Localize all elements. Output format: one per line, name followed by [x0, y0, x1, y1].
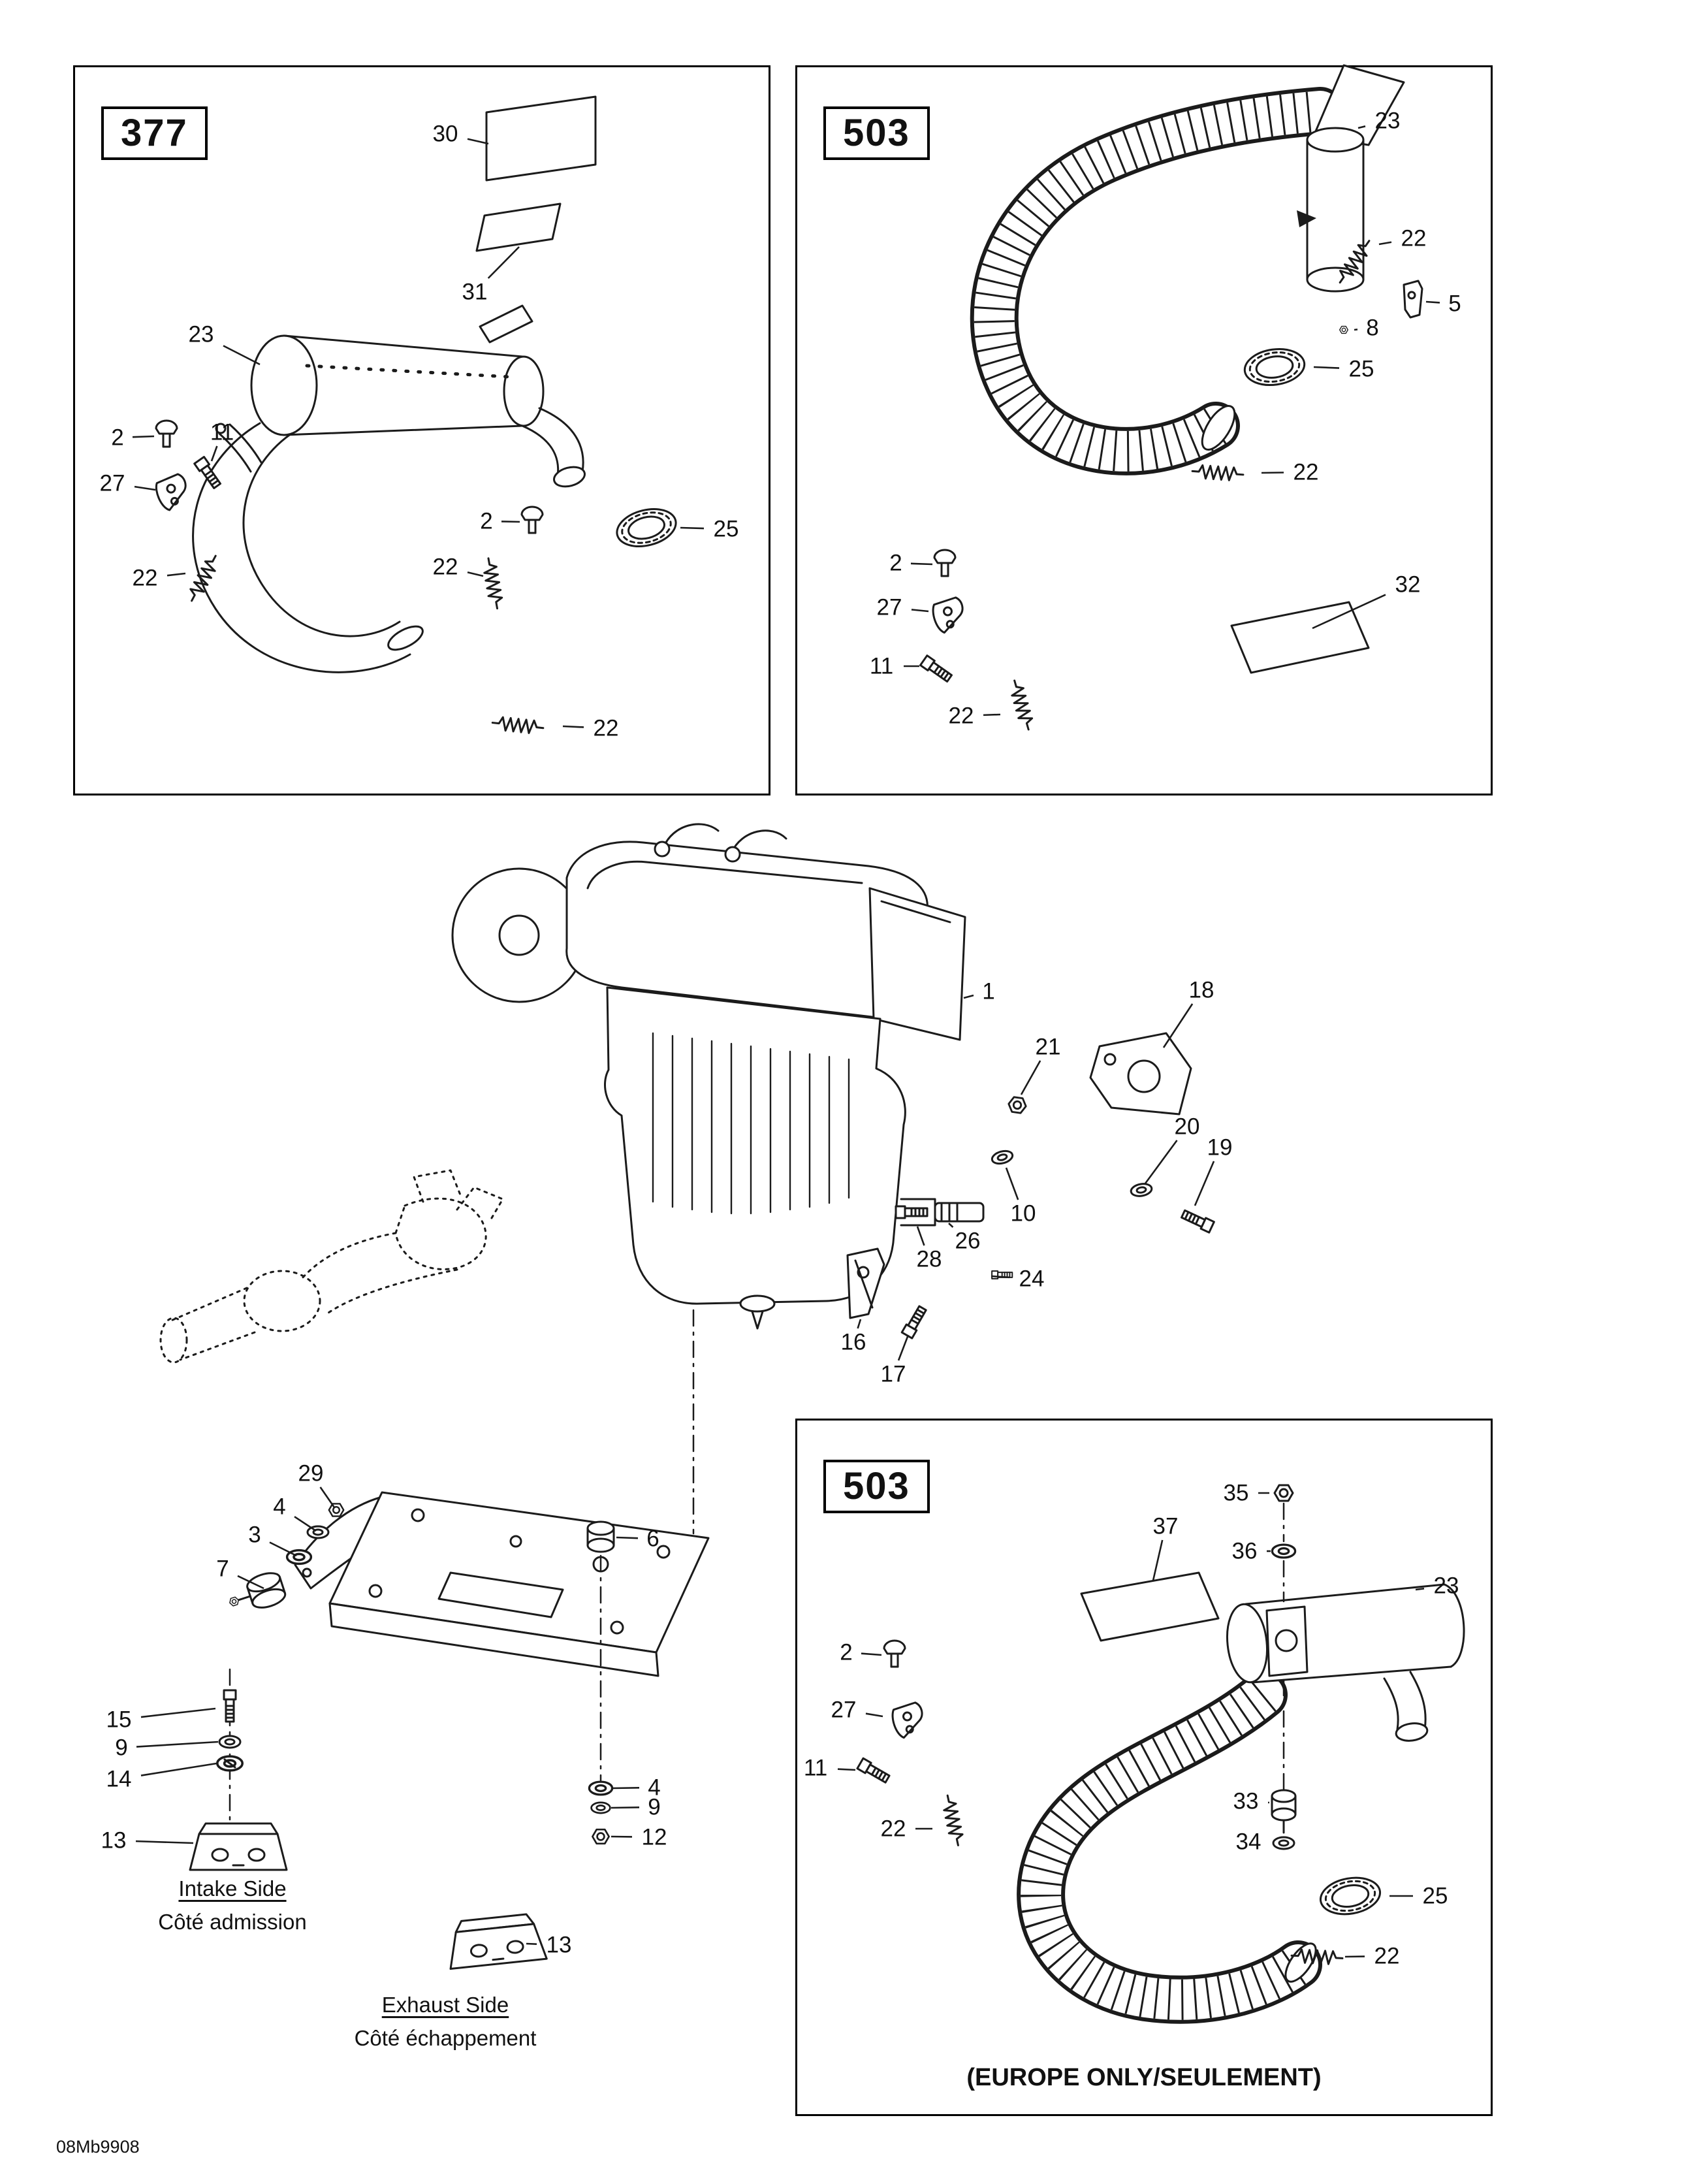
part-callout-17: 17 [880, 1361, 906, 1387]
part-callout-35: 35 [1223, 1480, 1249, 1506]
part-callout-25: 25 [713, 516, 739, 542]
part-callout-3: 3 [248, 1522, 261, 1548]
part-callout-2: 2 [480, 508, 493, 534]
part-callout-11: 11 [869, 653, 894, 679]
part-callout-27: 27 [831, 1697, 857, 1723]
part-callout-32: 32 [1395, 571, 1421, 598]
part-callout-21: 21 [1035, 1034, 1061, 1060]
panel-muffler-377: 377 [73, 65, 770, 795]
part-callout-4: 4 [273, 1494, 286, 1520]
exhaust-side-note: Exhaust Side Côté échappement [355, 1988, 537, 2055]
part-callout-6: 6 [646, 1526, 659, 1552]
part-callout-24: 24 [1019, 1266, 1045, 1292]
part-callout-16: 16 [840, 1329, 866, 1355]
part-callout-9: 9 [648, 1794, 661, 1820]
part-callout-27: 27 [99, 470, 125, 496]
part-callout-27: 27 [876, 594, 902, 620]
part-callout-23: 23 [1374, 108, 1401, 134]
model-badge-377: 377 [101, 106, 208, 160]
part-callout-30: 30 [432, 121, 458, 147]
part-callout-20: 20 [1174, 1114, 1200, 1140]
part-callout-10: 10 [1010, 1200, 1036, 1227]
part-callout-31: 31 [462, 279, 488, 305]
part-callout-22: 22 [132, 565, 158, 591]
part-callout-25: 25 [1422, 1883, 1448, 1909]
part-callout-8: 8 [1366, 315, 1379, 341]
part-callout-11: 11 [803, 1755, 828, 1781]
part-callout-36: 36 [1231, 1538, 1258, 1564]
part-callout-4: 4 [648, 1774, 661, 1801]
part-callout-28: 28 [916, 1246, 942, 1272]
part-callout-22: 22 [1293, 459, 1319, 485]
intake-side-label-en: Intake Side [178, 1876, 287, 1901]
part-callout-23: 23 [1433, 1573, 1459, 1599]
part-callout-7: 7 [216, 1556, 229, 1582]
part-callout-25: 25 [1348, 356, 1374, 382]
model-badge-503: 503 [823, 106, 930, 160]
part-callout-29: 29 [298, 1460, 324, 1486]
panel-muffler-503-europe: 503 [795, 1419, 1493, 2116]
part-callout-37: 37 [1152, 1513, 1179, 1539]
part-callout-2: 2 [111, 425, 124, 451]
part-callout-22: 22 [880, 1816, 906, 1842]
part-callout-22: 22 [1374, 1943, 1400, 1969]
part-callout-13: 13 [101, 1827, 127, 1854]
document-code: 08Mb9908 [56, 2137, 140, 2157]
part-callout-22: 22 [948, 703, 974, 729]
part-callout-15: 15 [106, 1707, 132, 1733]
part-callout-12: 12 [641, 1824, 667, 1850]
model-badge-503-europe: 503 [823, 1460, 930, 1513]
part-callout-22: 22 [1401, 225, 1427, 251]
panel-muffler-503: 503 [795, 65, 1493, 795]
intake-side-note: Intake Side Côté admission [158, 1872, 306, 1938]
part-callout-22: 22 [593, 715, 619, 741]
part-callout-1: 1 [982, 978, 995, 1004]
europe-only-note: (EUROPE ONLY/SEULEMENT) [966, 2064, 1322, 2091]
part-callout-26: 26 [955, 1228, 981, 1254]
part-callout-23: 23 [188, 321, 214, 347]
part-callout-9: 9 [115, 1735, 128, 1761]
part-callout-11: 11 [210, 419, 234, 445]
part-callout-33: 33 [1233, 1788, 1259, 1814]
part-callout-34: 34 [1235, 1829, 1262, 1855]
part-callout-2: 2 [840, 1639, 853, 1665]
intake-side-label-fr: Côté admission [158, 1910, 307, 1935]
part-callout-13: 13 [546, 1932, 572, 1958]
part-callout-2: 2 [889, 550, 902, 576]
part-callout-5: 5 [1448, 291, 1461, 317]
part-callout-19: 19 [1207, 1134, 1233, 1161]
exhaust-side-label-fr: Côté échappement [354, 2026, 537, 2051]
exhaust-side-label-en: Exhaust Side [381, 1993, 509, 2017]
part-callout-14: 14 [106, 1766, 132, 1792]
part-callout-18: 18 [1188, 977, 1214, 1003]
part-callout-22: 22 [432, 554, 458, 580]
